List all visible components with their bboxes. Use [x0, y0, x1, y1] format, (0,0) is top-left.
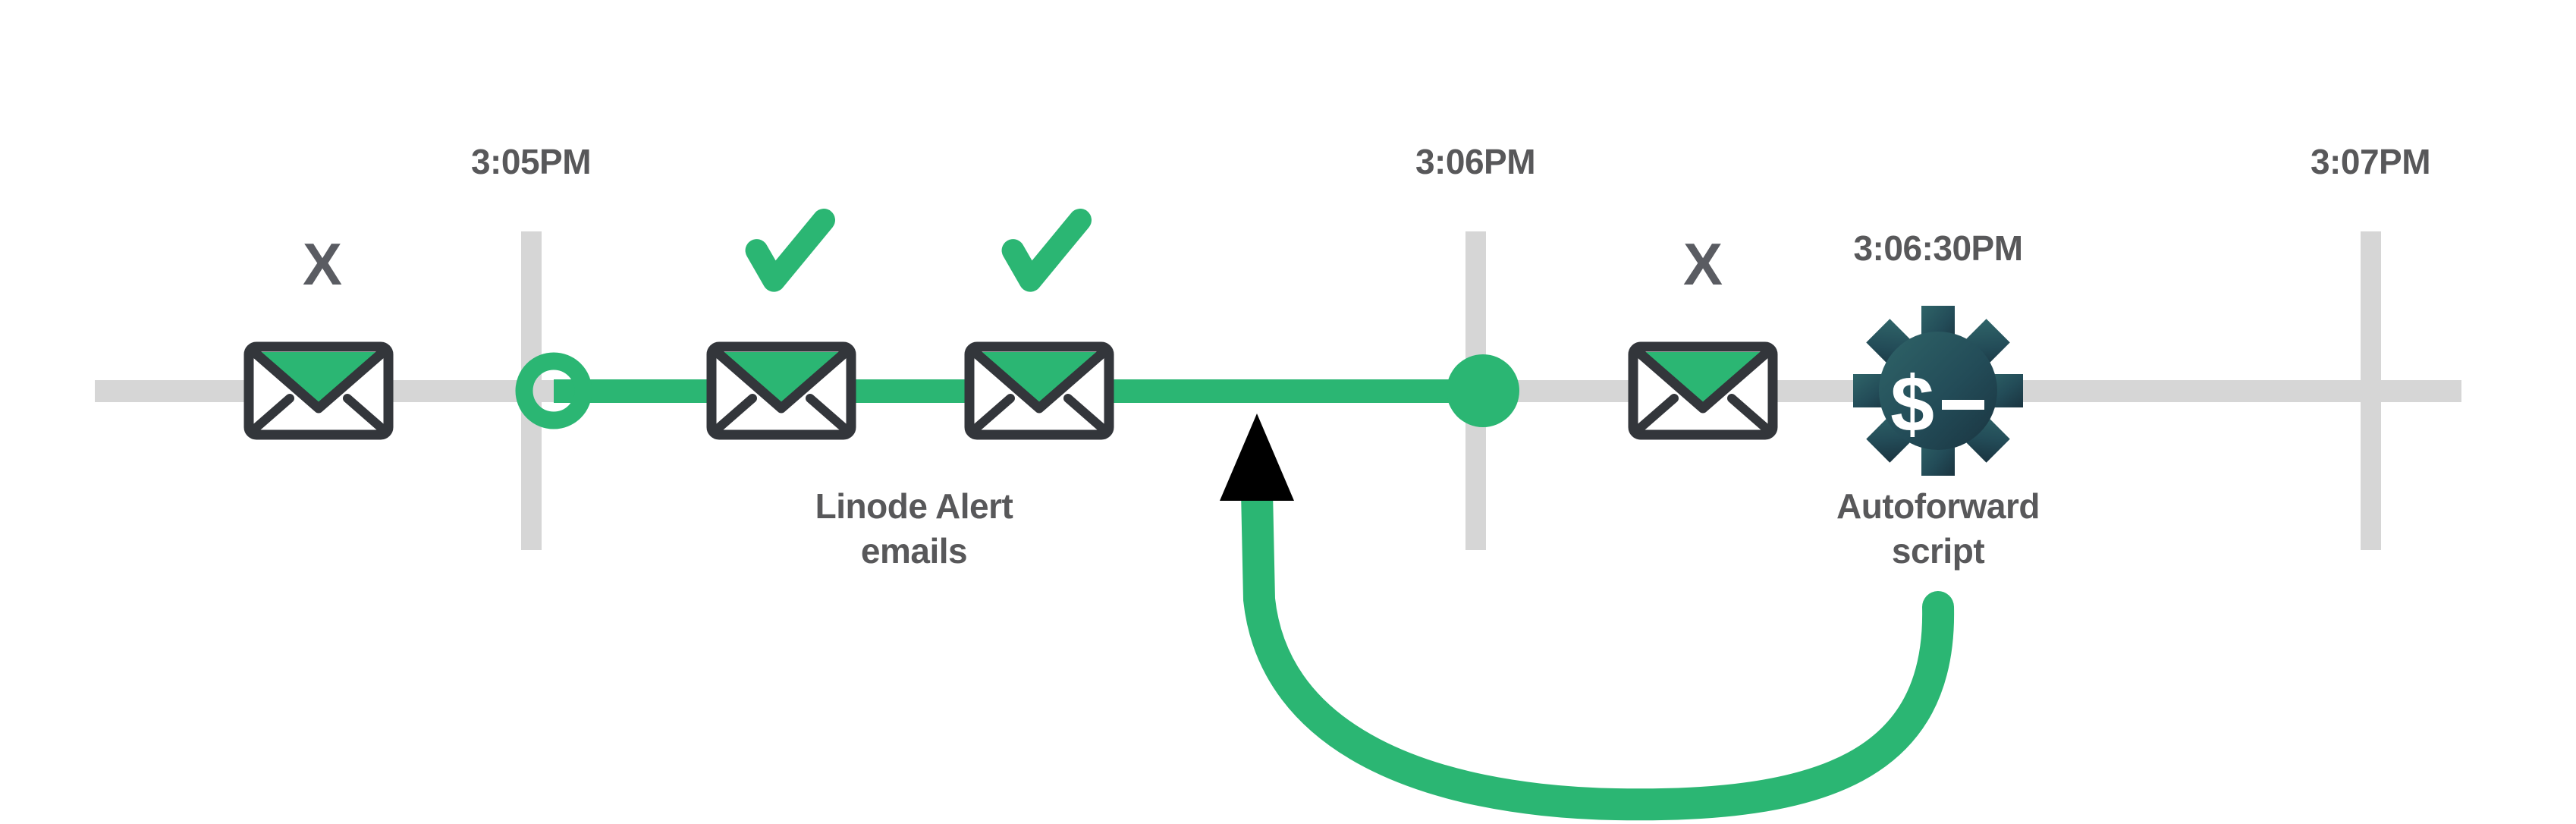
gear-script-icon: $ [1853, 306, 2023, 476]
tick-label-307pm: 3:07PM [2310, 142, 2431, 181]
feedback-loop-arrow-curve [1241, 476, 1955, 821]
check-mark-icon-1 [745, 209, 836, 292]
dollar-prompt-glyph: $ [1890, 360, 1984, 448]
green-dot-marker [1447, 354, 1519, 427]
linode-alert-label-line1: Linode Alert [815, 486, 1013, 526]
linode-alert-emails-label: Linode Alert emails [815, 484, 1013, 574]
feedback-loop-arrowhead [1220, 414, 1294, 501]
svg-text:$: $ [1890, 360, 1934, 448]
envelope-icon-3 [964, 341, 1114, 440]
tick-label-305pm: 3:05PM [470, 142, 592, 181]
envelope-icon-4 [1628, 341, 1778, 440]
envelope-icon-1 [243, 341, 394, 440]
tick-mark-307pm [2361, 231, 2381, 550]
autoforward-time-label: 3:06:30PM [1853, 228, 2023, 268]
autoforward-label-line2: script [1891, 530, 1985, 571]
x-mark-icon-1: X [302, 231, 343, 297]
green-ring-marker [515, 352, 592, 429]
linode-alert-label-line2: emails [860, 530, 968, 571]
check-mark-icon-2 [1001, 209, 1092, 292]
x-mark-icon-2: X [1682, 231, 1723, 297]
envelope-icon-2 [706, 341, 856, 440]
autoforward-script-label: Autoforward script [1836, 484, 2040, 574]
autoforward-label-line1: Autoforward [1836, 486, 2040, 526]
tick-label-306pm: 3:06PM [1415, 142, 1536, 181]
